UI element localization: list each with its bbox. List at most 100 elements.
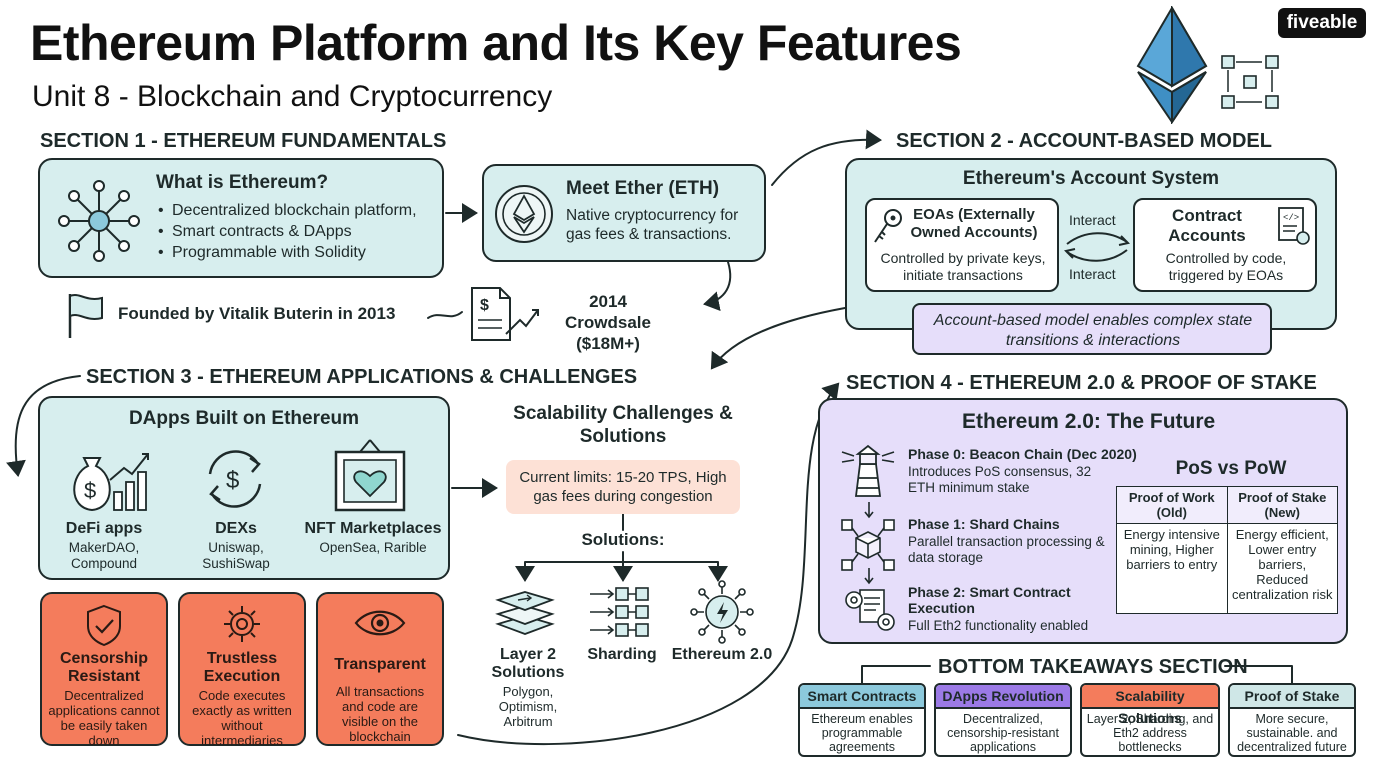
- takeaway-card: DApps Revolution Decentralized, censorsh…: [934, 683, 1072, 757]
- key-icon: [874, 209, 902, 243]
- pillar-title: Trustless Execution: [203, 650, 281, 685]
- document-chart-icon: $: [471, 287, 539, 341]
- solution-text: Polygon, Optimism, Arbitrum: [498, 684, 558, 729]
- takeaway-title: Scalability Solutions: [1082, 685, 1218, 726]
- layers-icon: [495, 591, 555, 635]
- pos-column-header: Proof of Stake (New): [1226, 486, 1338, 524]
- eoa-card: EOAs (Externally Owned Accounts) Control…: [865, 198, 1059, 292]
- takeaway-title: DApps Revolution: [936, 685, 1070, 709]
- eth2-title: Ethereum 2.0: The Future: [962, 410, 1216, 433]
- what-is-title: What is Ethereum?: [156, 172, 329, 193]
- svg-text:$: $: [226, 467, 239, 494]
- account-system-card: Ethereum's Account System EOAs (External…: [845, 158, 1337, 330]
- flag-icon: [68, 294, 103, 338]
- dapp-item-title: DEXs: [215, 520, 257, 537]
- section4-heading: SECTION 4 - ETHEREUM 2.0 & PROOF OF STAK…: [846, 372, 1317, 394]
- meet-ether-card: Meet Ether (ETH) Native cryptocurrency f…: [482, 164, 766, 262]
- phase-title: Phase 2: Smart Contract Execution: [908, 584, 1071, 616]
- dapp-item-text: MakerDAO, Compound: [68, 540, 140, 571]
- takeaway-text: More secure, sustainable. and decentrali…: [1237, 712, 1347, 754]
- eth-coin-icon: [495, 185, 553, 243]
- interact-label-top: Interact: [1069, 212, 1116, 228]
- founded-text: Founded by Vitalik Buterin in 2013: [118, 304, 396, 323]
- eth-network-icon: [690, 580, 754, 644]
- cube-network-icon: [841, 519, 895, 571]
- dollar-cycle-icon: $: [208, 450, 262, 508]
- account-model-note-text: Account-based model enables complex stat…: [933, 312, 1253, 349]
- dapps-card: DApps Built on Ethereum $ DeFi apps Make…: [38, 396, 450, 580]
- brand-logo: fiveable: [1278, 8, 1366, 38]
- block-network-icon: [1221, 55, 1279, 109]
- section3-heading: SECTION 3 - ETHEREUM APPLICATIONS & CHAL…: [86, 366, 638, 388]
- phase-text: Parallel transaction processing & data s…: [908, 534, 1105, 565]
- gear-document-icon: [845, 589, 895, 631]
- page-subtitle: Unit 8 - Blockchain and Cryptocurrency: [32, 80, 553, 113]
- dapp-item-text: OpenSea, Rarible: [319, 540, 427, 555]
- shield-check-icon: [87, 604, 121, 647]
- what-is-bullets: Decentralized blockchain platform, Smart…: [158, 200, 417, 263]
- what-is-ethereum-card: What is Ethereum? Decentralized blockcha…: [38, 158, 444, 278]
- scalability-title: Scalability Challenges & Solutions: [513, 403, 733, 447]
- network-hub-icon: [58, 180, 140, 262]
- phase-arrow: [864, 568, 874, 585]
- compare-title: PoS vs PoW: [1175, 458, 1287, 479]
- svg-text:$: $: [84, 478, 96, 503]
- phase-text: Introduces PoS consensus, 32 ETH minimum…: [908, 464, 1092, 495]
- dapp-item-text: Uniswap, SushiSwap: [202, 540, 270, 571]
- pillar-title: Censorship Resistant: [59, 650, 148, 685]
- pillar-title: Transparent: [334, 656, 426, 673]
- pillar-card: Trustless Execution Code executes exactl…: [178, 592, 306, 748]
- svg-text:</>: </>: [1283, 213, 1299, 223]
- page-title: Ethereum Platform and Its Key Features: [30, 15, 962, 71]
- bullet: Programmable with Solidity: [158, 242, 417, 263]
- section2-heading: SECTION 2 - ACCOUNT-BASED MODEL: [896, 130, 1272, 152]
- takeaway-card: Proof of Stake More secure, sustainable.…: [1228, 683, 1356, 757]
- phase-arrow: [864, 502, 874, 519]
- contract-text: Controlled by code, triggered by EOAs: [1165, 250, 1287, 283]
- pos-pow-table: Proof of Work (Old) Proof of Stake (New)…: [1116, 486, 1338, 614]
- takeaways-heading: BOTTOM TAKEAWAYS SECTION: [938, 656, 1248, 678]
- account-model-note: Account-based model enables complex stat…: [912, 303, 1272, 355]
- interact-arrows: [1064, 232, 1130, 262]
- contract-scroll-icon: </>: [1278, 207, 1310, 245]
- eth2-card: Ethereum 2.0: The Future Phase 0: Beacon…: [818, 398, 1348, 644]
- takeaway-text: Layer 2, Sharding, and Eth2 address bott…: [1086, 712, 1214, 754]
- section1-heading: SECTION 1 - ETHEREUM FUNDAMENTALS: [40, 130, 447, 152]
- phase-title: Phase 1: Shard Chains: [908, 516, 1060, 532]
- bullet: Smart contracts & DApps: [158, 221, 417, 242]
- contract-accounts-card: Contract Accounts </> Controlled by code…: [1133, 198, 1317, 292]
- svg-text:$: $: [480, 297, 489, 314]
- solution-title: Ethereum 2.0: [671, 646, 773, 663]
- bullet: Decentralized blockchain platform,: [158, 200, 417, 221]
- takeaway-text: Decentralized, censorship-resistant appl…: [947, 712, 1059, 754]
- pillar-text: Code executes exactly as written without…: [192, 688, 292, 748]
- money-bag-chart-icon: $: [73, 453, 149, 512]
- crowdsale-text: 2014 Crowdsale ($18M+): [565, 292, 651, 353]
- lighthouse-icon: [841, 444, 895, 497]
- heart-frame-icon: [334, 439, 406, 512]
- eye-icon: [354, 610, 406, 636]
- takeaway-card: Scalability Solutions Layer 2, Sharding,…: [1080, 683, 1220, 757]
- current-limits-box: Current limits: 15-20 TPS, High gas fees…: [506, 460, 740, 514]
- phase-title: Phase 0: Beacon Chain (Dec 2020): [908, 446, 1137, 462]
- solution-title: Layer 2 Solutions: [491, 646, 565, 681]
- contract-title: Contract Accounts: [1168, 206, 1246, 245]
- dapps-title: DApps Built on Ethereum: [128, 408, 360, 429]
- pow-cell: Energy intensive mining, Higher barriers…: [1116, 523, 1228, 614]
- takeaway-title: Smart Contracts: [800, 685, 924, 709]
- phase-text: Full Eth2 functionality enabled: [908, 618, 1089, 633]
- takeaway-title: Proof of Stake: [1230, 685, 1354, 709]
- pos-cell: Energy efficient, Lower entry barriers, …: [1226, 523, 1338, 614]
- eoa-title: EOAs (Externally Owned Accounts): [910, 206, 1038, 241]
- gear-icon: [224, 606, 260, 642]
- pillar-text: Decentralized applications cannot be eas…: [48, 688, 160, 748]
- sharding-grid-icon: [590, 587, 649, 637]
- ether-title: Meet Ether (ETH): [566, 178, 720, 199]
- account-system-title: Ethereum's Account System: [962, 168, 1220, 189]
- interact-label-bottom: Interact: [1069, 266, 1116, 282]
- ethereum-logo: [1136, 6, 1208, 124]
- ether-text: Native cryptocurrency for gas fees & tra…: [566, 207, 739, 243]
- pillar-text: All transactions and code are visible on…: [335, 684, 425, 744]
- takeaway-text: Ethereum enables programmable agreements: [811, 712, 913, 754]
